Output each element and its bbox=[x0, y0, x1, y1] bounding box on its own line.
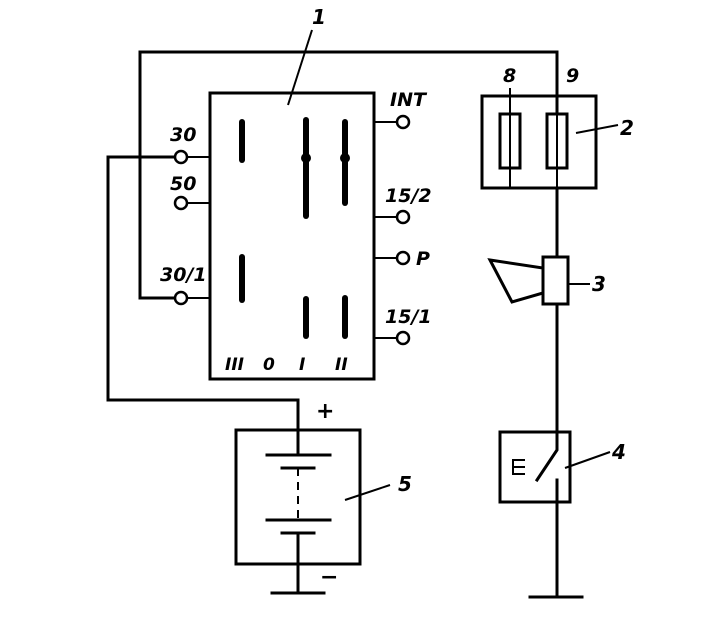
fuse-block-box bbox=[480, 94, 598, 190]
callout-1: 1 bbox=[312, 5, 326, 29]
callout-3: 3 bbox=[592, 272, 606, 296]
terminal-p bbox=[395, 250, 411, 266]
horn-bell bbox=[487, 258, 545, 304]
label-15-1: 15/1 bbox=[385, 306, 432, 328]
contact-dot bbox=[340, 153, 350, 163]
battery-plus-sign: + bbox=[316, 399, 334, 424]
terminal-50 bbox=[173, 195, 189, 211]
terminal-int bbox=[395, 114, 411, 130]
position-ii: II bbox=[335, 355, 348, 375]
ignition-switch-box bbox=[208, 91, 376, 381]
wire-30-1-to-fuse-9 bbox=[138, 50, 559, 300]
label-50: 50 bbox=[170, 173, 196, 195]
label-int: INT bbox=[390, 89, 428, 111]
label-p: P bbox=[416, 248, 430, 270]
callout-line-4 bbox=[564, 451, 611, 469]
label-fuse-8: 8 bbox=[503, 65, 516, 87]
position-iii: III bbox=[225, 355, 244, 375]
terminal-30-1 bbox=[173, 290, 189, 306]
callout-4: 4 bbox=[611, 440, 626, 464]
wire-30-to-battery bbox=[106, 155, 300, 432]
battery-minus-sign: − bbox=[320, 565, 338, 590]
terminal-15-1 bbox=[395, 330, 411, 346]
contact-dot bbox=[301, 153, 311, 163]
horn-button-box bbox=[498, 430, 572, 504]
button-symbol bbox=[512, 459, 525, 475]
label-30-1: 30/1 bbox=[160, 264, 207, 286]
label-fuse-9: 9 bbox=[566, 65, 579, 87]
position-0: 0 bbox=[263, 355, 275, 375]
terminal-30 bbox=[173, 149, 189, 165]
position-i: I bbox=[299, 355, 305, 375]
terminal-15-2 bbox=[395, 209, 411, 225]
callout-2: 2 bbox=[620, 116, 634, 140]
label-30: 30 bbox=[170, 124, 196, 146]
callout-line-2 bbox=[575, 124, 619, 134]
switch-contact bbox=[534, 430, 559, 504]
horn-body bbox=[541, 255, 570, 306]
callout-5: 5 bbox=[398, 472, 412, 496]
callout-line-5 bbox=[344, 484, 391, 501]
label-15-2: 15/2 bbox=[385, 185, 432, 207]
callout-line-1 bbox=[287, 29, 313, 106]
